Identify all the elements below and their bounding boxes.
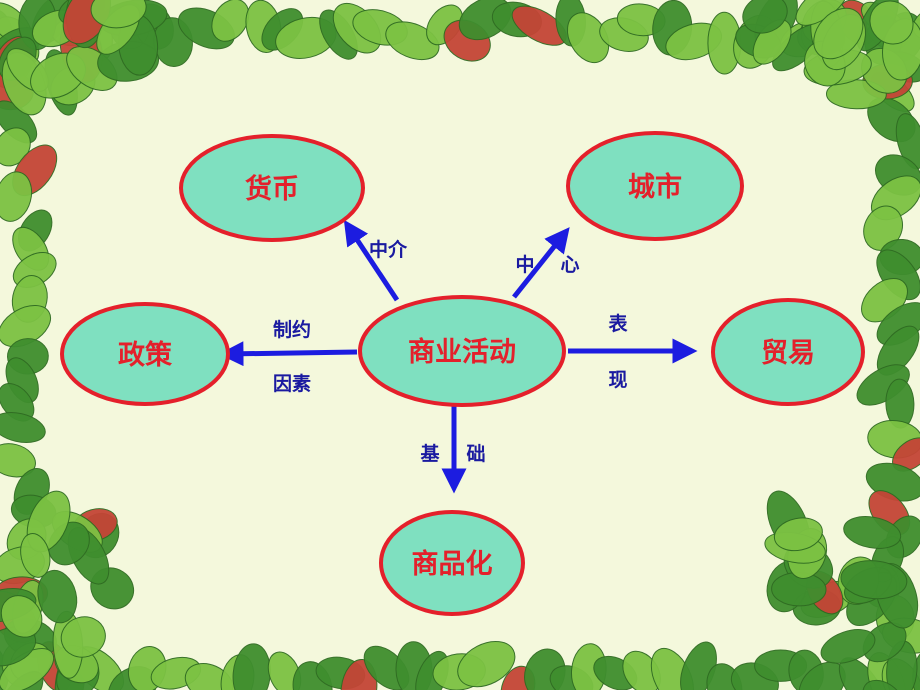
node-commodity-ellipse: [379, 510, 525, 616]
arrow-to-policy: [218, 341, 358, 367]
decorative-leaf: [457, 641, 516, 688]
node-currency-label: 货币: [245, 173, 299, 205]
decorative-leaf: [862, 679, 904, 690]
decorative-leaf: [60, 616, 106, 658]
decorative-leaf: [0, 595, 43, 638]
decorative-leaf: [0, 171, 33, 222]
edge-label-commodity-2: 础: [466, 443, 485, 465]
edge-label-trade-1: 表: [608, 312, 628, 335]
edge-label-trade-2: 现: [608, 369, 627, 391]
edge-label-policy-2: 因素: [273, 372, 311, 395]
edge-label-commodity-1: 基: [419, 442, 440, 465]
node-city-label: 城市: [628, 171, 682, 203]
node-policy: 政策: [60, 302, 230, 406]
decorative-leaf: [863, 205, 903, 251]
edge-label-policy-1: 制约: [273, 318, 311, 341]
decorative-leaf: [211, 0, 250, 42]
decorative-leaf: [773, 517, 823, 552]
arrow-to-currency: [343, 219, 400, 302]
node-center-label: 商业活动: [408, 337, 516, 368]
decorative-leaf: [742, 0, 788, 34]
node-city-ellipse: [566, 131, 744, 241]
decorative-leaf: [0, 412, 46, 443]
decorative-leaf: [820, 629, 876, 664]
decorative-leaf: [340, 658, 378, 690]
decorative-leaf: [813, 7, 864, 60]
decorative-leaf: [20, 533, 51, 578]
node-policy-ellipse: [60, 302, 230, 406]
decorative-leaf: [90, 0, 147, 29]
node-trade-label: 贸易: [761, 338, 815, 369]
node-trade: 贸易: [711, 298, 865, 406]
node-city: 城市: [566, 131, 744, 241]
node-currency-ellipse: [179, 134, 365, 242]
decorative-leaf: [184, 663, 234, 690]
node-policy-label: 政策: [118, 339, 173, 371]
decorative-leaf: [840, 560, 908, 600]
node-center: 商业活动: [358, 295, 566, 407]
decorative-leaf: [0, 443, 36, 478]
decorative-leaf: [843, 516, 902, 549]
decorative-leaf: [869, 0, 914, 45]
node-currency: 货币: [179, 134, 365, 242]
edge-label-city-1: 中: [515, 253, 534, 276]
decorative-leaf: [37, 569, 78, 624]
edge-label-city-2: 心: [560, 254, 579, 276]
edge-label-currency: 中介: [369, 238, 408, 261]
decorative-leaf: [385, 21, 440, 61]
node-center-ellipse: [358, 295, 566, 407]
arrow-to-city: [512, 227, 570, 299]
node-commodity-label: 商品化: [412, 549, 493, 580]
node-commodity: 商品化: [379, 510, 525, 616]
node-trade-ellipse: [711, 298, 865, 406]
